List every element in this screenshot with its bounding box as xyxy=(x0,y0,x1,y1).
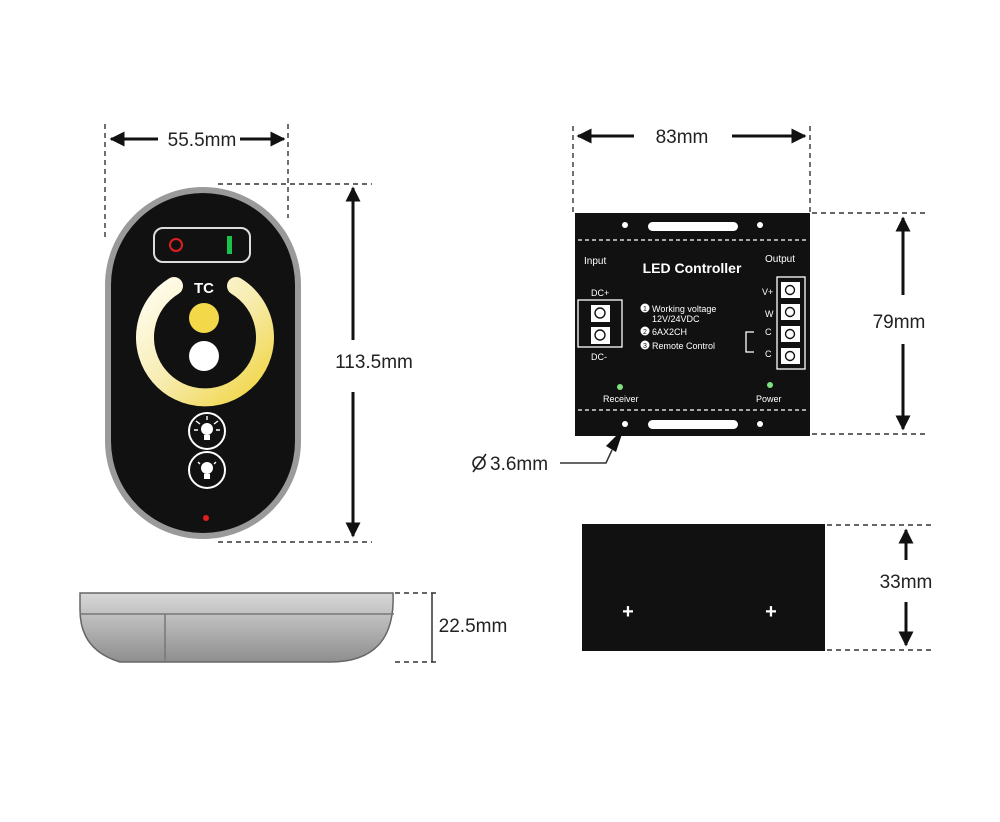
spec-remote-control: Remote Control xyxy=(652,341,715,351)
controller-title: LED Controller xyxy=(643,260,742,276)
brightness-up-button[interactable] xyxy=(188,412,226,450)
mount-slot-bottom xyxy=(648,420,738,429)
hole-diameter-callout: 3.6mm xyxy=(472,428,624,475)
color-temperature-ring[interactable] xyxy=(136,277,274,407)
diameter-symbol-icon xyxy=(472,453,487,473)
output-screw-icon xyxy=(784,328,796,340)
bulb-bright-icon xyxy=(201,423,213,435)
output-screw-icon xyxy=(784,284,796,296)
side-plus-left: + xyxy=(622,601,634,623)
output-screw-icon xyxy=(784,306,796,318)
remote-thickness-label: 22.5mm xyxy=(439,616,508,637)
remote-indicator-led xyxy=(203,515,209,521)
input-screw-icon xyxy=(594,329,606,341)
controller-width-label: 83mm xyxy=(656,127,709,148)
controller-width-dimension: 83mm xyxy=(572,126,811,212)
mount-hole-top-left xyxy=(622,222,628,228)
side-plus-right: + xyxy=(765,601,777,623)
output-w-label: W xyxy=(765,309,774,319)
controller-side-view: + + xyxy=(582,524,825,651)
input-terminal-block xyxy=(577,299,623,348)
remote-height-label: 113.5mm xyxy=(335,352,413,373)
input-screw-icon xyxy=(594,307,606,319)
hole-diameter-label: 3.6mm xyxy=(490,454,548,475)
mount-hole-top-right xyxy=(757,222,763,228)
brightness-down-button[interactable] xyxy=(188,451,226,489)
controller-body xyxy=(575,213,810,436)
power-led xyxy=(767,382,773,388)
receiver-led xyxy=(617,384,623,390)
output-terminal-block xyxy=(776,276,806,370)
output-screw-icon xyxy=(784,350,796,362)
switch-on-icon xyxy=(227,236,232,254)
controller-height-dimension: 79mm xyxy=(812,212,928,435)
spec-working-voltage: Working voltage xyxy=(652,304,716,314)
remote-width-label: 55.5mm xyxy=(168,130,237,151)
mount-hole-bottom-left xyxy=(622,421,628,427)
spec-number-1: 1 xyxy=(643,306,647,313)
output-c2-label: C xyxy=(765,349,772,359)
mount-slot-top xyxy=(648,222,738,231)
input-label: Input xyxy=(584,256,606,267)
controller-side-body xyxy=(582,524,825,651)
remote-side-view: 22.5mm xyxy=(79,592,508,663)
controller-top-view: Input LED Controller Output DC+ DC- 1 Wo… xyxy=(575,213,810,436)
terminal-dc-plus-label: DC+ xyxy=(591,288,609,298)
remote-width-dimension: 55.5mm xyxy=(104,124,289,240)
controller-depth-dimension: 33mm xyxy=(827,524,935,651)
mount-hole-bottom-right xyxy=(757,421,763,427)
controller-height-label: 79mm xyxy=(873,312,926,333)
power-switch[interactable] xyxy=(153,227,251,263)
output-v-plus-label: V+ xyxy=(762,287,773,297)
warm-white-button[interactable] xyxy=(189,303,219,333)
spec-number-2: 2 xyxy=(643,329,647,336)
bulb-dim-icon xyxy=(201,462,213,474)
spec-number-3: 3 xyxy=(643,343,647,350)
output-label: Output xyxy=(765,254,795,265)
terminal-dc-minus-label: DC- xyxy=(591,352,607,362)
controller-depth-label: 33mm xyxy=(880,572,933,593)
receiver-label: Receiver xyxy=(603,394,639,404)
spec-voltage-value: 12V/24VDC xyxy=(652,314,700,324)
power-label: Power xyxy=(756,394,782,404)
cool-white-button[interactable] xyxy=(189,341,219,371)
switch-off-icon xyxy=(169,238,183,252)
spec-current: 6AX2CH xyxy=(652,327,687,337)
output-c1-label: C xyxy=(765,327,772,337)
remote-front-view: TC xyxy=(105,187,301,539)
remote-height-dimension: 113.5mm xyxy=(218,183,413,543)
remote-brand-mark: TC xyxy=(194,280,214,297)
